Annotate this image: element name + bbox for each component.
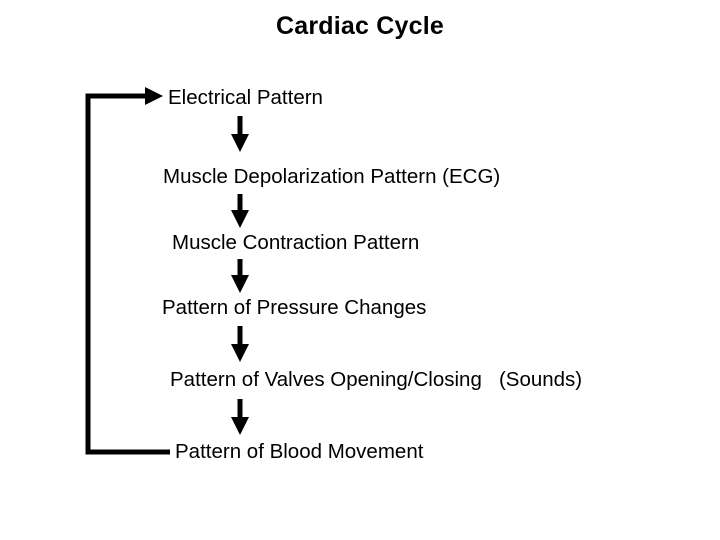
page-title: Cardiac Cycle — [276, 12, 444, 40]
down-arrow-icon-4 — [231, 326, 249, 362]
feedback-loop-arrow-icon — [85, 87, 170, 455]
flow-step-muscle-contraction: Muscle Contraction Pattern — [172, 231, 420, 254]
flow-step-muscle-depolarization: Muscle Depolarization Pattern (ECG) — [163, 165, 501, 188]
down-arrow-icon-5 — [231, 399, 249, 435]
flow-step-pressure-changes: Pattern of Pressure Changes — [162, 296, 427, 319]
flow-step-blood-movement: Pattern of Blood Movement — [175, 440, 424, 463]
flow-step-valves-opening-closing: Pattern of Valves Opening/Closing (Sound… — [170, 368, 583, 391]
flow-step-electrical-pattern: Electrical Pattern — [168, 86, 323, 109]
down-arrow-icon-2 — [231, 194, 249, 228]
down-arrow-icon-3 — [231, 259, 249, 293]
down-arrow-icon-1 — [231, 116, 249, 152]
